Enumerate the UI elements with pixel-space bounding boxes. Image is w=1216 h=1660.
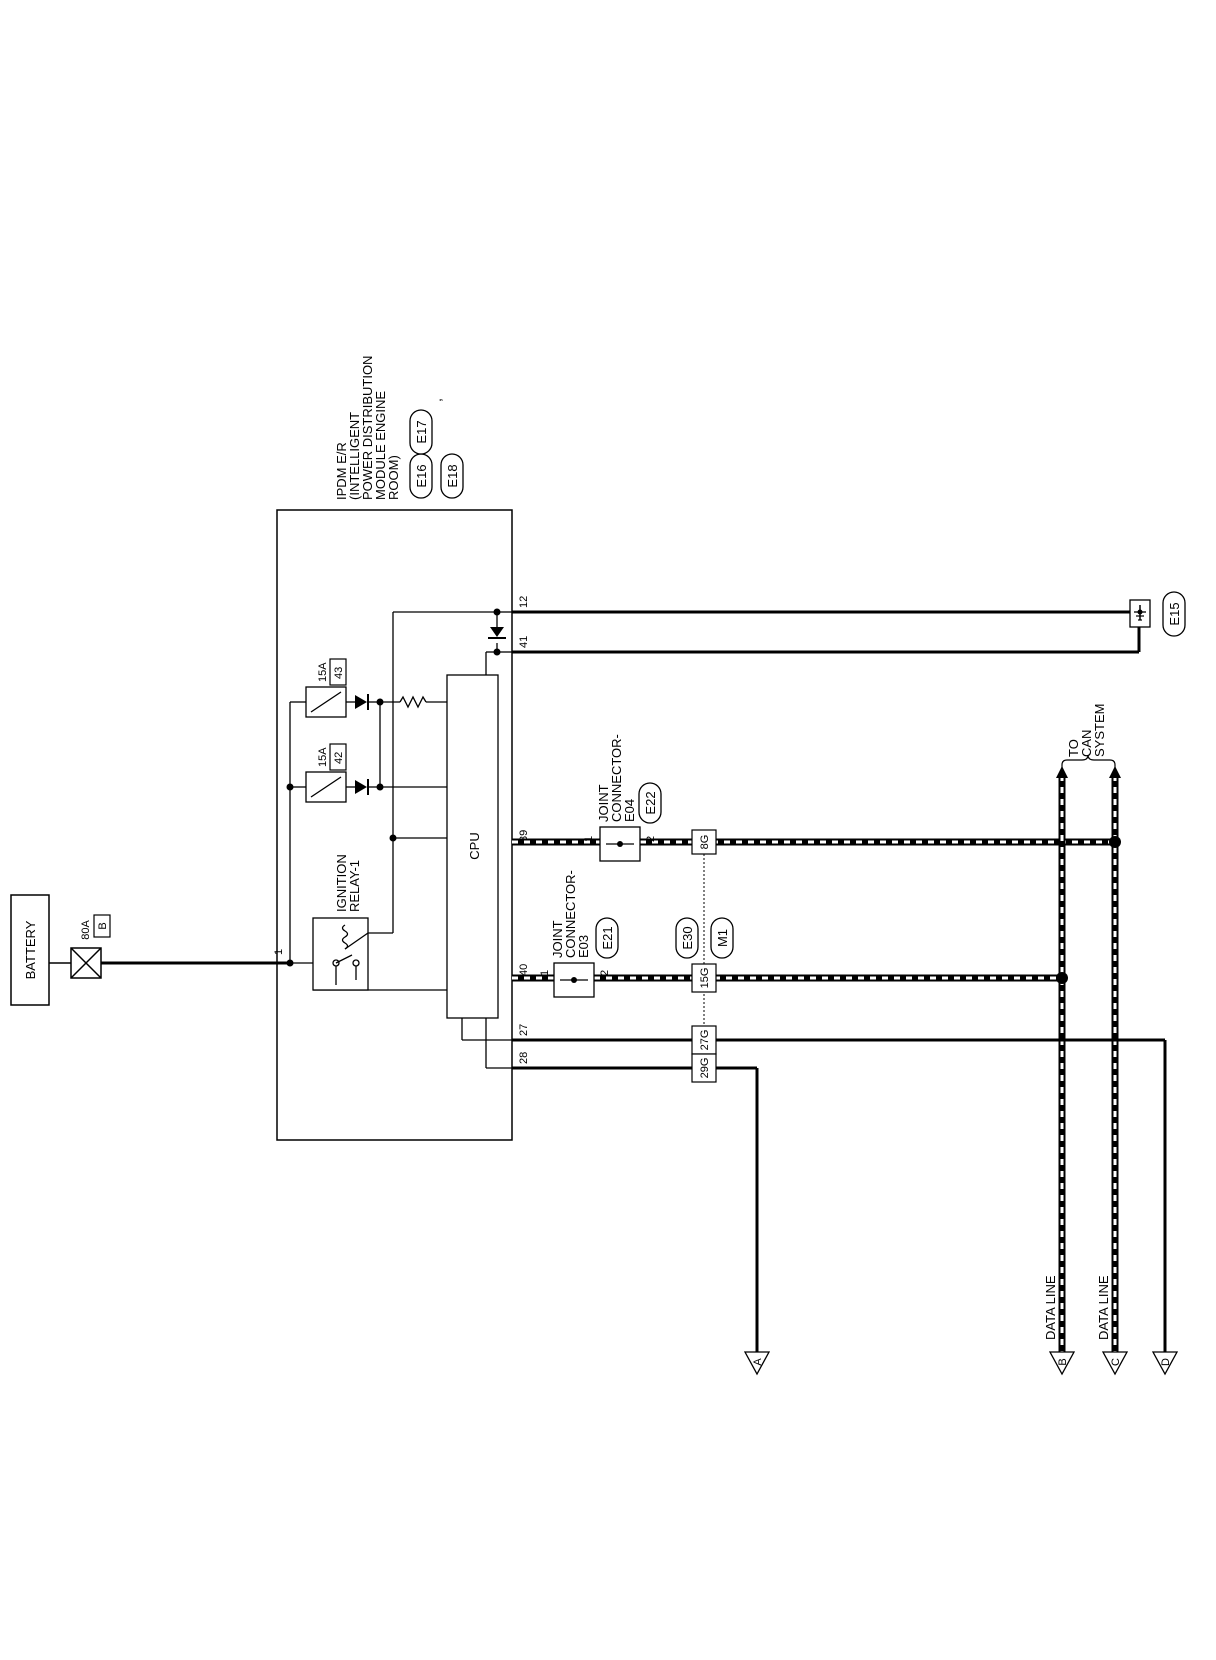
- ipdm-box: [276, 509, 513, 1141]
- fusible-link-80a: 80A B: [49, 914, 111, 979]
- fusible-link-id: B: [97, 922, 109, 929]
- svg-text:RELAY-1: RELAY-1: [347, 860, 362, 912]
- svg-text:12: 12: [518, 596, 530, 608]
- fuse-42: 15A 42: [305, 743, 347, 803]
- svg-text:E15: E15: [1167, 602, 1182, 625]
- can-junction-c: [1109, 836, 1121, 848]
- ignition-relay-1: IGNITION RELAY-1: [312, 854, 369, 991]
- svg-text:E03: E03: [576, 935, 591, 958]
- svg-text:(INTELLIGENT: (INTELLIGENT: [347, 412, 362, 500]
- svg-text:C: C: [1110, 1358, 1122, 1366]
- ipdm-label: IPDM E/R (INTELLIGENT POWER DISTRIBUTION…: [334, 356, 401, 500]
- svg-text:B: B: [1057, 1358, 1069, 1365]
- svg-text:40: 40: [518, 964, 530, 976]
- diode-d2: [355, 779, 376, 795]
- data-line-c: [1109, 766, 1121, 1352]
- svg-text:E17: E17: [414, 420, 429, 443]
- battery: BATTERY: [10, 894, 50, 1006]
- svg-text:1: 1: [273, 949, 285, 955]
- svg-text:2: 2: [645, 836, 657, 842]
- svg-text:TO: TO: [1066, 739, 1081, 757]
- svg-text:29G: 29G: [699, 1058, 711, 1079]
- off-page-connector-b: B: [1048, 1351, 1076, 1376]
- svg-text:POWER DISTRIBUTION: POWER DISTRIBUTION: [360, 356, 375, 500]
- svg-text:CAN: CAN: [1079, 730, 1094, 757]
- to-can-system-note: TO CAN SYSTEM: [1061, 704, 1116, 770]
- svg-text:15G: 15G: [699, 968, 711, 989]
- svg-text:CONNECTOR-: CONNECTOR-: [563, 870, 578, 958]
- ground-e15: E15: [1129, 591, 1186, 637]
- wire-pin28-to-a: [512, 1066, 759, 1352]
- svg-text:D: D: [1160, 1358, 1172, 1366]
- ground-wires: [512, 610, 1141, 654]
- svg-text:M1: M1: [715, 929, 730, 947]
- svg-text:1: 1: [583, 836, 595, 842]
- can-junction-b: [1056, 972, 1068, 984]
- svg-text:8G: 8G: [699, 835, 711, 850]
- harness-connector-ids: E30 M1: [675, 917, 734, 959]
- svg-text:15A: 15A: [317, 662, 329, 682]
- fuse-43: 15A 43: [305, 658, 347, 718]
- off-page-connector-c: C: [1101, 1351, 1129, 1376]
- harness-pin-15g: 15G: [691, 963, 717, 993]
- harness-pin-8g: 8G: [691, 829, 717, 855]
- svg-text:E18: E18: [445, 464, 460, 487]
- svg-text:1: 1: [539, 970, 551, 976]
- wire-pin27-to-d: [512, 1038, 1167, 1352]
- svg-text:JOINT: JOINT: [596, 784, 611, 822]
- svg-text:28: 28: [518, 1052, 530, 1064]
- svg-text:43: 43: [333, 667, 345, 679]
- svg-text:E22: E22: [643, 791, 658, 814]
- data-line-b: [1056, 766, 1068, 1352]
- svg-text:15A: 15A: [317, 747, 329, 767]
- svg-text:A: A: [752, 1358, 764, 1366]
- junction-dots: [286, 608, 501, 967]
- battery-label: BATTERY: [23, 920, 38, 979]
- svg-text:E04: E04: [622, 799, 637, 822]
- svg-text:E21: E21: [600, 926, 615, 949]
- data-line-label-c: DATA LINE: [1096, 1275, 1111, 1340]
- svg-text:MODULE ENGINE: MODULE ENGINE: [373, 391, 388, 500]
- off-page-connector-a: A: [743, 1351, 771, 1376]
- data-line-label-b: DATA LINE: [1043, 1275, 1058, 1340]
- cpu-block: CPU: [446, 674, 499, 1019]
- joint-connector-e04: 1 2 JOINT CONNECTOR- E04 E22: [583, 734, 662, 862]
- svg-text:IGNITION: IGNITION: [334, 854, 349, 912]
- ipdm-internal-wiring: [289, 611, 512, 1069]
- svg-text:IPDM E/R: IPDM E/R: [334, 442, 349, 500]
- ipdm-connector-ids: E16 , E17 , E18: [409, 398, 464, 499]
- svg-text:42: 42: [333, 752, 345, 764]
- svg-text:41: 41: [518, 636, 530, 648]
- svg-text:27G: 27G: [699, 1030, 711, 1051]
- fusible-link-rating: 80A: [80, 920, 92, 940]
- off-page-connector-d: D: [1151, 1351, 1179, 1376]
- cpu-label: CPU: [467, 832, 482, 859]
- svg-text:,: ,: [429, 398, 444, 402]
- harness-pin-27g: 27G: [691, 1025, 717, 1055]
- joint-connector-e03: 1 2 JOINT CONNECTOR- E03 E21: [539, 870, 619, 998]
- svg-text:CONNECTOR-: CONNECTOR-: [609, 734, 624, 822]
- diode-d3: [488, 627, 506, 639]
- harness-pin-29g: 29G: [691, 1053, 717, 1083]
- diode-d1: [355, 694, 376, 710]
- svg-text:27: 27: [518, 1024, 530, 1036]
- svg-text:2: 2: [599, 970, 611, 976]
- svg-text:E16: E16: [414, 464, 429, 487]
- svg-text:JOINT: JOINT: [550, 920, 565, 958]
- svg-text:E30: E30: [680, 926, 695, 949]
- svg-text:SYSTEM: SYSTEM: [1092, 704, 1107, 757]
- svg-text:ROOM): ROOM): [386, 455, 401, 500]
